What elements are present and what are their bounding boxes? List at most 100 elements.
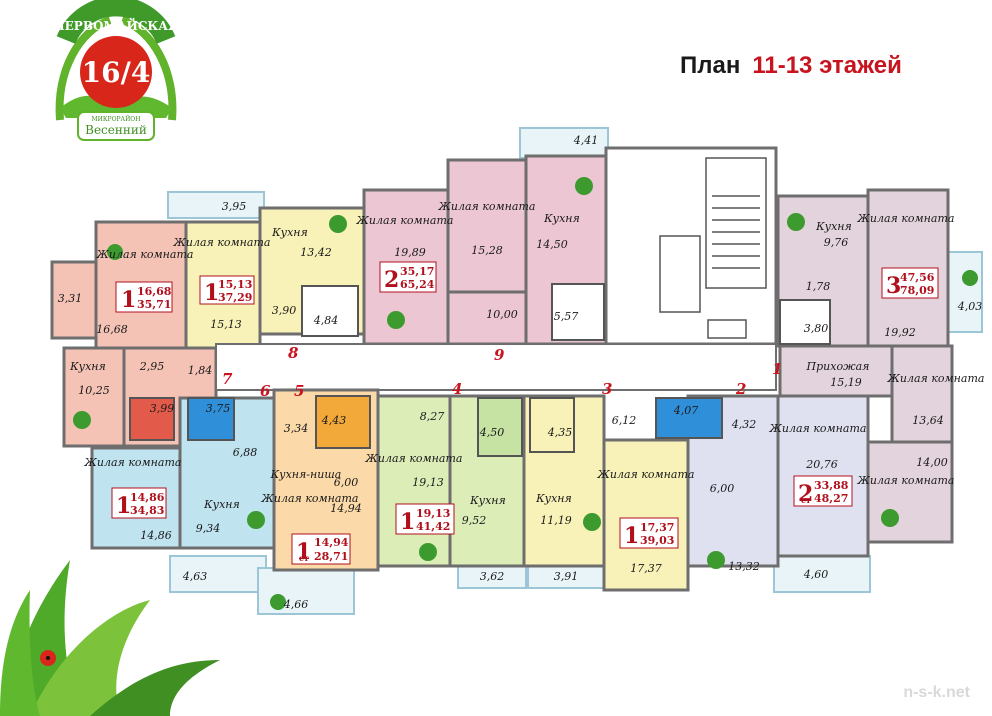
plan-title: План 11-13 этажей	[680, 52, 980, 80]
svg-text:47,56: 47,56	[900, 271, 935, 284]
plan-title-floors: 11-13 этажей	[752, 52, 902, 79]
svg-text:1: 1	[400, 509, 415, 535]
svg-text:41,42: 41,42	[416, 520, 450, 533]
room-area: 11,19	[540, 514, 572, 527]
room-area: 9,34	[196, 522, 221, 535]
room-type: Жилая комната	[96, 248, 194, 261]
apartment-number: 5	[294, 382, 304, 400]
room-area: 10,25	[78, 384, 110, 397]
room-type: Кухня	[203, 498, 240, 511]
room-area: 19,89	[394, 246, 426, 259]
room-type: Прихожая	[806, 360, 870, 373]
svg-text:19,13: 19,13	[416, 507, 450, 520]
svg-text:16,68: 16,68	[137, 285, 172, 298]
room-type: Жилая комната	[769, 422, 867, 435]
room-type: Жилая комната	[438, 200, 536, 213]
svg-text:1: 1	[624, 523, 639, 549]
room-area: 3,80	[804, 322, 829, 335]
plan-title-prefix: План	[680, 52, 741, 79]
room-area: 2,95	[139, 360, 165, 373]
apartment-label: 1 19,13 41,42	[395, 503, 455, 535]
svg-text:1: 1	[116, 493, 131, 519]
logo-name: Весенний	[85, 123, 147, 137]
room-area: 14,86	[140, 529, 172, 542]
svg-text:37,29: 37,29	[218, 291, 252, 304]
room-area: 13,64	[912, 414, 944, 427]
room-area: 14,00	[916, 456, 948, 469]
svg-text:35,17: 35,17	[400, 265, 434, 278]
room-area: 4,60	[803, 568, 829, 581]
room-type: Жилая комната	[356, 214, 454, 227]
apartment-number: 1	[772, 360, 782, 378]
room-area: 3,91	[554, 570, 579, 583]
room-type: Кухня	[271, 226, 308, 239]
room-type: Кухня	[535, 492, 572, 505]
room-type: Жилая комната	[173, 236, 271, 249]
svg-text:ст: ст	[299, 553, 309, 563]
svg-text:65,24: 65,24	[400, 278, 435, 291]
apartment-labels: 1 16,68 35,71 1 15,13 37,29 2 35,17 65,2…	[111, 261, 939, 565]
room-area: 19,92	[884, 326, 916, 339]
room-type: Кухня	[469, 494, 506, 507]
apartment-number: 4	[452, 380, 462, 398]
room-area: 3,31	[58, 292, 83, 305]
svg-text:35,71: 35,71	[137, 298, 171, 311]
grass-decoration	[0, 560, 220, 716]
room-area: 20,76	[805, 458, 838, 471]
svg-text:78,09: 78,09	[900, 284, 934, 297]
svg-text:14,86: 14,86	[130, 491, 165, 504]
room-type: Жилая комната	[857, 474, 955, 487]
svg-text:48,27: 48,27	[814, 492, 848, 505]
room-area: 19,13	[412, 476, 444, 489]
logo-small-text: МИКРОРАЙОН	[92, 115, 141, 123]
apartment-number: 2	[735, 380, 746, 398]
room-type: Жилая комната	[365, 452, 463, 465]
room-area: 10,00	[486, 308, 518, 321]
apartment-label: 1 16,68 35,71	[115, 281, 173, 313]
logo-number: 16/4	[82, 56, 151, 89]
svg-text:17,37: 17,37	[640, 521, 674, 534]
svg-text:28,71: 28,71	[314, 550, 348, 563]
logo: ПЕРВОМАЙСКАЯ 16/4 МИКРОРАЙОН Весенний	[53, 0, 179, 141]
corridor	[215, 343, 777, 391]
apartment-label: 2 33,88 ст 48,27	[793, 475, 853, 507]
room-area: 3,62	[480, 570, 505, 583]
room-area: 1,78	[806, 280, 831, 293]
svg-text:33,88: 33,88	[814, 479, 849, 492]
room-area: 3,34	[284, 422, 309, 435]
room-area: 4,43	[321, 414, 347, 427]
room-type: Кухня	[543, 212, 580, 225]
room-type: Жилая комната	[261, 492, 359, 505]
apartment-number: 7	[222, 370, 233, 388]
watermark: n-s-k.net	[903, 684, 970, 701]
room-area: 4,03	[957, 300, 983, 313]
room-area: 8,27	[420, 410, 445, 423]
room-area: 9,76	[824, 236, 849, 249]
room-type: Жилая комната	[84, 456, 182, 469]
apartment-number: 9	[494, 346, 505, 364]
room-type: Жилая комната	[887, 372, 985, 385]
room-area: 13,42	[300, 246, 332, 259]
room-area: 15,13	[210, 318, 242, 331]
svg-text:3: 3	[886, 273, 901, 299]
bathrooms	[129, 283, 831, 457]
apartment-label: 1 15,13 37,29	[199, 275, 255, 306]
apartment-label: 1 14,86 34,83	[111, 487, 167, 519]
room-area: 9,52	[462, 514, 487, 527]
apartment-label: 2 35,17 65,24	[379, 261, 437, 293]
apartment-label: 1 17,37 39,03	[619, 517, 679, 549]
room-area: 17,37	[630, 562, 662, 575]
room-area: 4,35	[547, 426, 573, 439]
plant-icons	[73, 177, 978, 610]
room-area: 4,41	[573, 134, 599, 147]
room-type: Жилая комната	[597, 468, 695, 481]
room-area: 16,68	[96, 323, 128, 336]
apartment-number: 8	[288, 344, 299, 362]
room-area: 6,12	[612, 414, 637, 427]
room-area: 3,99	[150, 402, 175, 415]
svg-text:39,03: 39,03	[640, 534, 674, 547]
room-area: 14,50	[536, 238, 568, 251]
room-area: 4,32	[731, 418, 757, 431]
room-area: 14,94	[330, 502, 362, 515]
